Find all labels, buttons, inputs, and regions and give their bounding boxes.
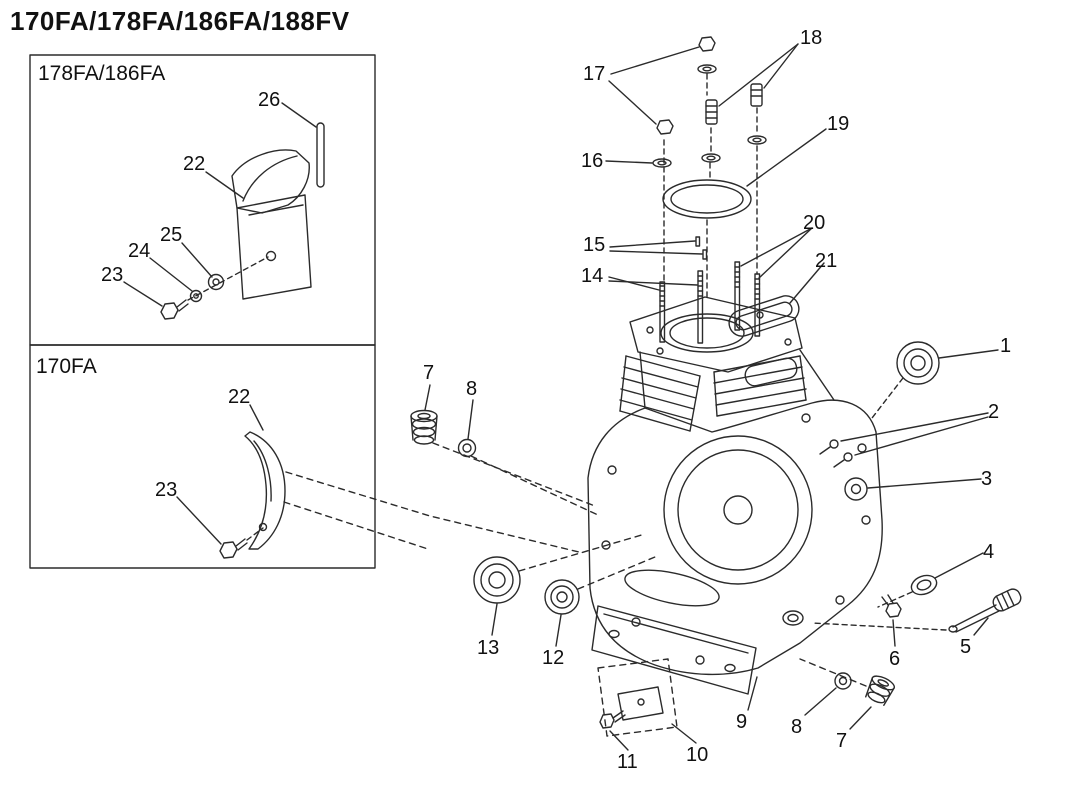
callout-21: 21 [815, 250, 838, 272]
part-4-seal-washer [910, 574, 938, 596]
callout-23-inset-top: 23 [101, 264, 124, 286]
callout-16: 16 [581, 150, 604, 172]
callout-3: 3 [981, 468, 993, 490]
part-14-studs [659, 270, 704, 344]
part-6-bolt [881, 594, 902, 618]
washer-under-top-nut [697, 64, 717, 74]
part-11-bolt [599, 710, 626, 729]
part-1-oil-seal [896, 341, 940, 385]
callout-14: 14 [581, 265, 604, 287]
part-23-bolt-inset-bottom [219, 538, 248, 559]
part-15-dowel-pins [695, 236, 708, 260]
part-23-bolt-inset-top [160, 299, 189, 320]
callout-1: 1 [1000, 335, 1012, 357]
callout-7-bottom: 7 [836, 730, 848, 752]
part-18-cap-nuts [705, 83, 763, 125]
cylinder-block [619, 296, 835, 432]
stack-washers [701, 135, 767, 163]
diagram-title: 170FA/178FA/186FA/188FV [10, 6, 350, 36]
callout-19: 19 [827, 113, 850, 135]
callout-8-bottom: 8 [791, 716, 803, 738]
part-13-bearing [473, 556, 521, 604]
callout-9: 9 [736, 711, 748, 733]
crankcase-body [587, 399, 883, 695]
callout-4: 4 [983, 541, 995, 563]
callout-2: 2 [988, 401, 1000, 423]
part-26-pin [316, 122, 325, 188]
part-24-washer [189, 289, 203, 303]
inset-bottom-label: 170FA [36, 355, 97, 378]
callout-22-inset-bottom: 22 [228, 386, 251, 408]
callout-26-inset: 26 [258, 89, 281, 111]
part-2-bolts [819, 439, 853, 468]
callout-12: 12 [542, 647, 565, 669]
part-8-washer-left [457, 438, 477, 458]
callout-18: 18 [800, 27, 823, 49]
callout-10: 10 [686, 744, 709, 766]
callout-7-left: 7 [423, 362, 435, 384]
part-19-head-gasket [662, 179, 752, 219]
inset-top-label: 178FA/186FA [38, 62, 166, 85]
callout-17: 17 [583, 63, 606, 85]
part-21-loop-gasket [728, 295, 800, 337]
inset-bottom-box [29, 344, 376, 569]
part-7-plug-bottom [865, 675, 896, 706]
callout-22-inset-top: 22 [183, 153, 206, 175]
part-5-dipstick [948, 588, 1022, 633]
part-22-heat-shield [231, 149, 312, 300]
part-12-oil-seal [544, 579, 580, 615]
callout-15: 15 [583, 234, 606, 256]
part-22-side-cover [244, 431, 286, 550]
inset-top-box [29, 54, 376, 346]
part-8-washer-bottom [834, 672, 852, 690]
part-3-bearing-bore [844, 477, 868, 501]
callout-25-inset: 25 [160, 224, 183, 246]
callout-5: 5 [960, 636, 972, 658]
part-17-nuts [656, 36, 716, 135]
part-16-washer [652, 158, 672, 168]
callout-23-inset-bottom: 23 [155, 479, 178, 501]
callout-24-inset: 24 [128, 240, 151, 262]
callout-20: 20 [803, 212, 826, 234]
callout-6: 6 [889, 648, 901, 670]
callout-8-left: 8 [466, 378, 478, 400]
part-7-plug-left [410, 409, 438, 445]
callout-11: 11 [617, 751, 638, 773]
callout-13: 13 [477, 637, 500, 659]
part-20-studs [734, 261, 761, 337]
